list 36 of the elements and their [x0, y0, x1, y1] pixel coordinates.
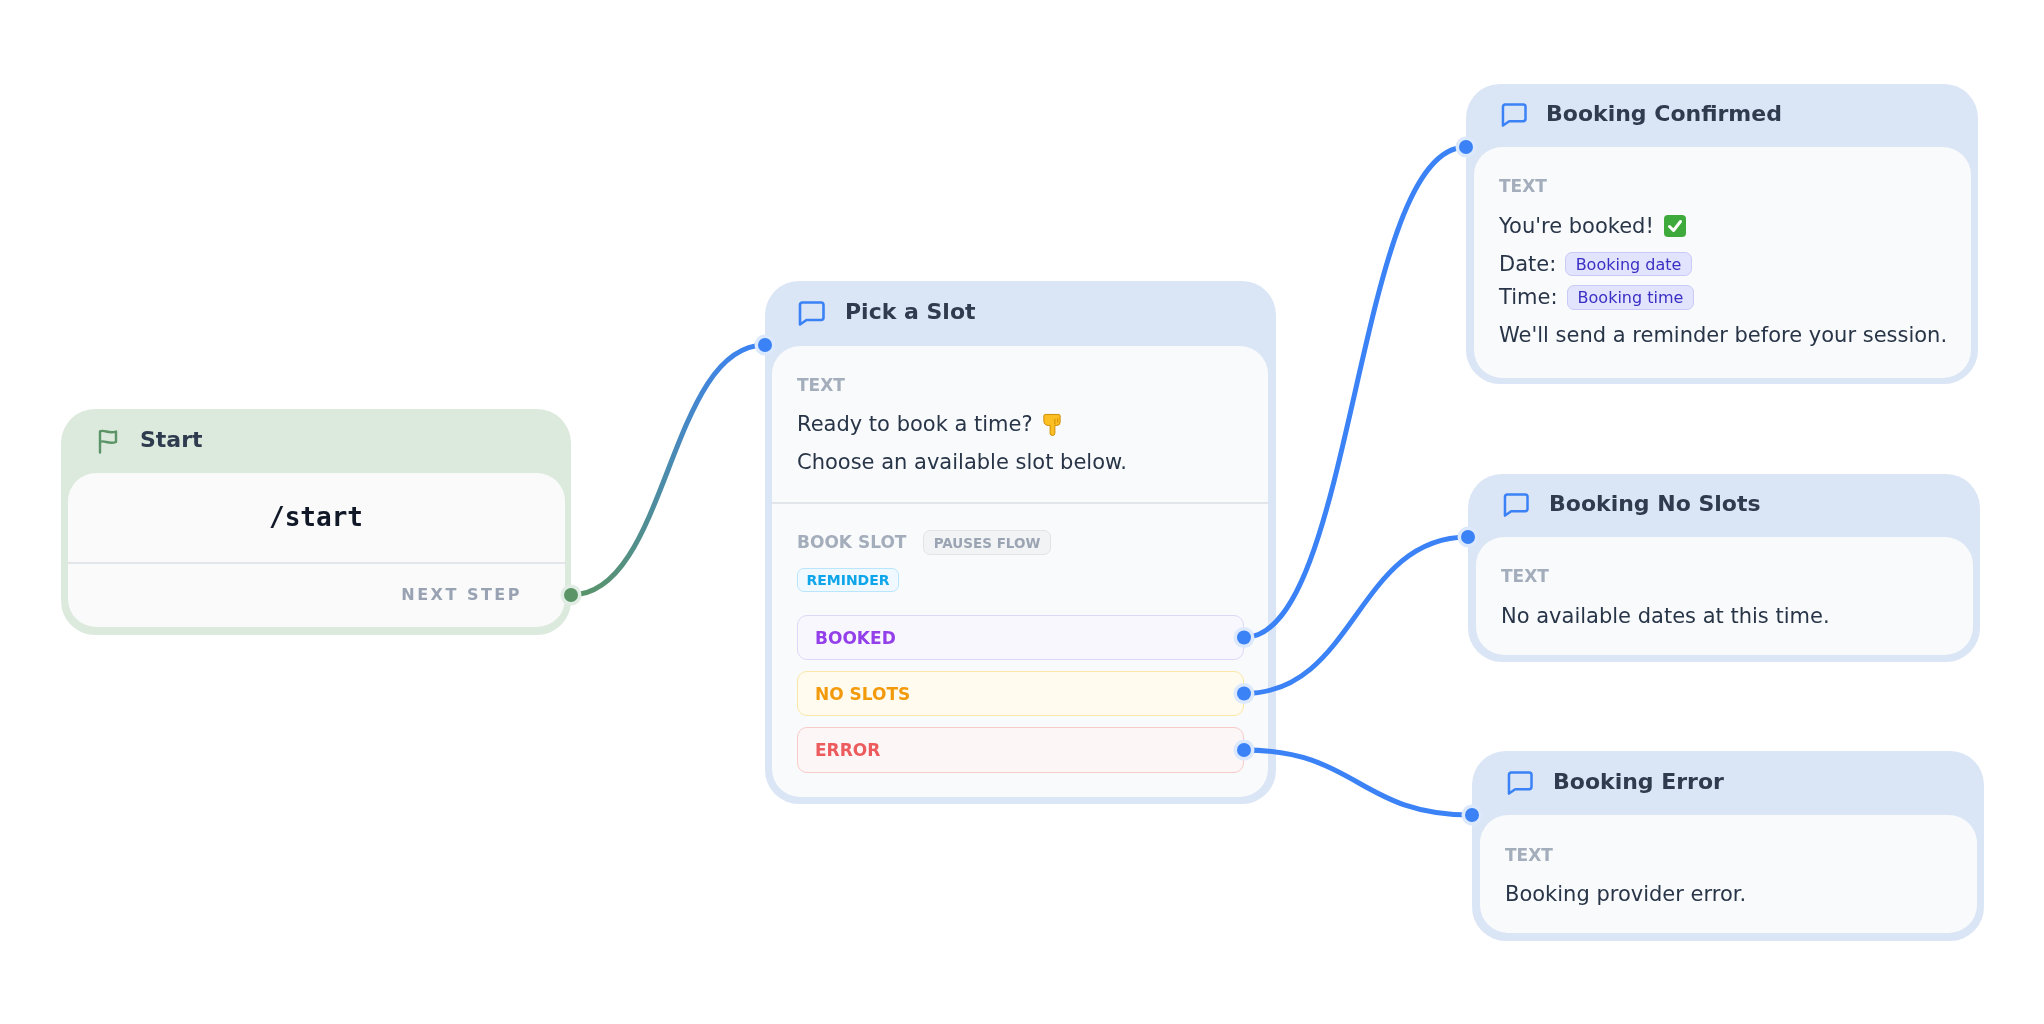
message-node-card	[1466, 84, 1978, 384]
branch-option-row: NO SLOTS	[797, 671, 1244, 716]
section-label: TEXT	[1501, 565, 1549, 588]
field-label: Time:	[1499, 284, 1558, 311]
message-text: Ready to book a time?	[797, 411, 1033, 438]
message-node-card	[765, 281, 1276, 804]
branch-option-row: ERROR	[797, 727, 1244, 773]
message-text: No available dates at this time.	[1501, 603, 1830, 630]
message-text: You're booked!	[1499, 213, 1654, 240]
branch-option-row: BOOKED	[797, 615, 1244, 660]
start-node-card	[61, 409, 571, 635]
section-label: TEXT	[1499, 175, 1547, 198]
section-label: TEXT	[797, 374, 845, 397]
node-title: Pick a Slot	[845, 298, 976, 326]
command-text: /start	[269, 501, 363, 534]
variable-chip: Booking date	[1565, 252, 1692, 276]
node-title: Start	[140, 426, 203, 454]
connector-line	[560, 334, 776, 606]
section-label: BOOK SLOT	[797, 531, 907, 554]
connector-line	[1233, 739, 1483, 826]
connector-line	[1233, 526, 1479, 704]
message-text: We'll send a reminder before your session.	[1499, 322, 1948, 349]
message-node-card	[1472, 751, 1984, 941]
variable-chip: Booking time	[1567, 285, 1694, 310]
section-label: TEXT	[1505, 844, 1553, 867]
node-title: Booking Confirmed	[1546, 100, 1782, 128]
tag-badge: REMINDER	[797, 568, 899, 592]
field-label: Date:	[1499, 251, 1557, 278]
message-text: Booking provider error.	[1505, 881, 1747, 908]
message-text: Choose an available slot below.	[797, 449, 1127, 476]
node-title: Booking Error	[1553, 768, 1724, 796]
next-step-label: NEXT STEP	[401, 584, 522, 606]
message-node-card	[1468, 474, 1980, 662]
node-title: Booking No Slots	[1549, 490, 1761, 518]
status-badge: PAUSES FLOW	[923, 530, 1051, 555]
connector-line	[1233, 136, 1477, 648]
